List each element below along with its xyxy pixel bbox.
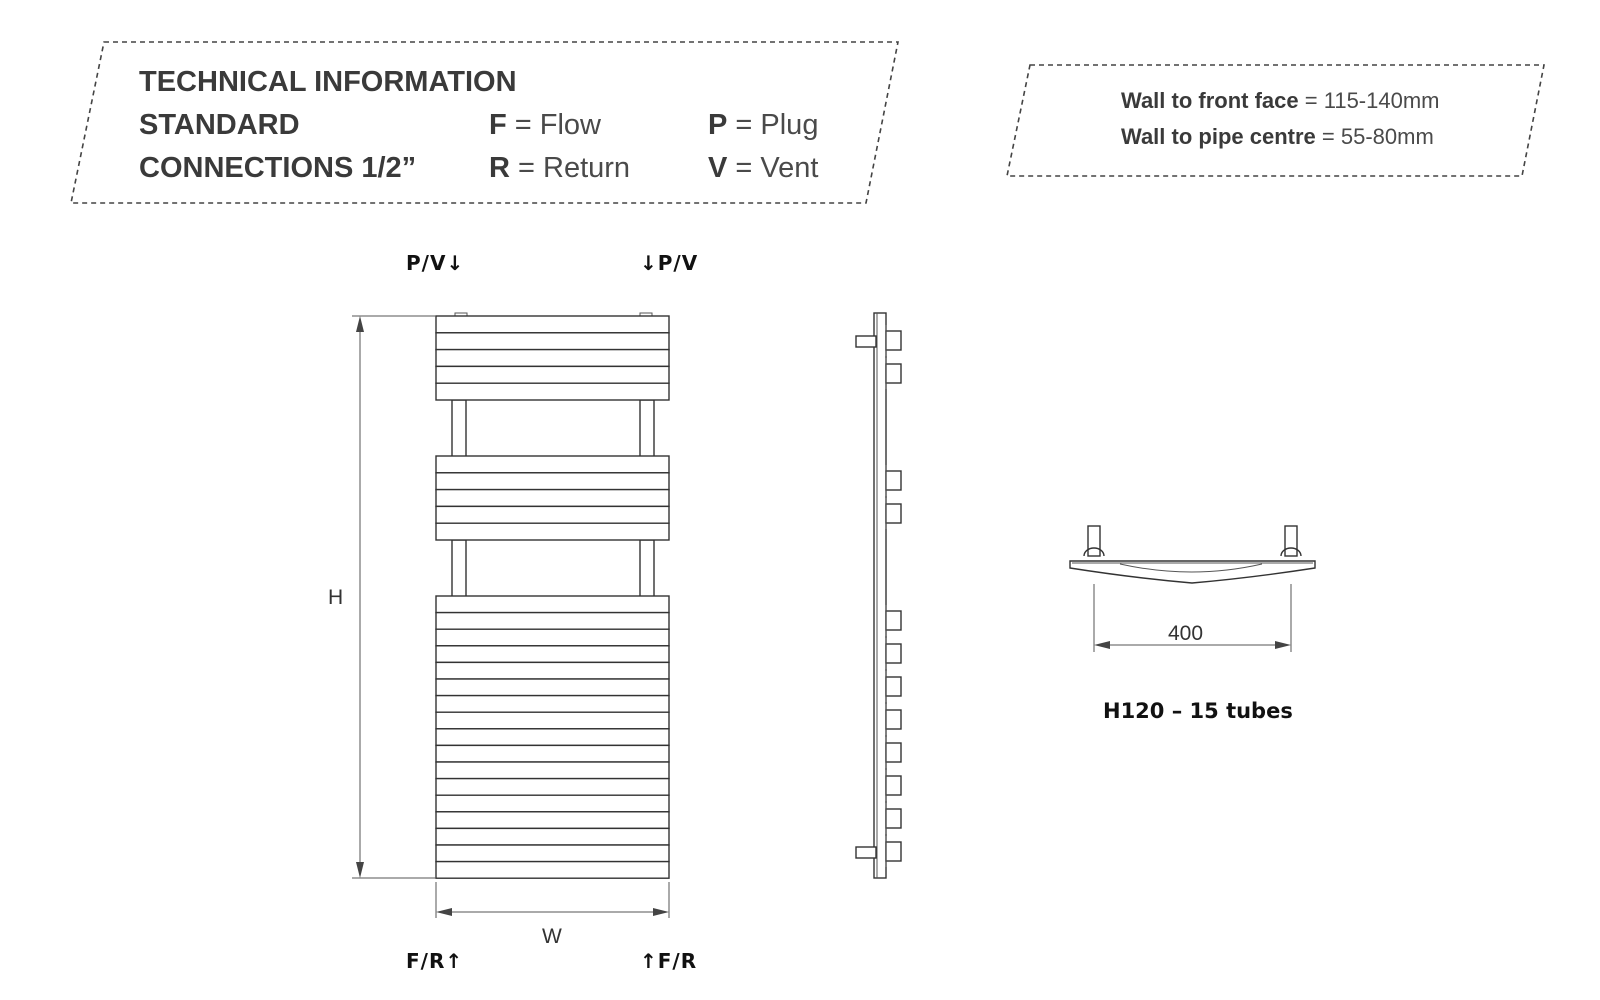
wall-distance-border	[1006, 64, 1545, 177]
side-tube-end	[885, 709, 902, 730]
connection-top-left: P/V↓	[406, 251, 464, 275]
technical-info-title: TECHNICAL INFORMATION	[139, 66, 517, 98]
radiator-tube	[435, 348, 670, 368]
side-tube-end	[885, 643, 902, 664]
legend-plug: P = Plug	[708, 109, 818, 141]
tube-bank-middle	[435, 455, 670, 541]
radiator-tube	[435, 645, 670, 664]
radiator-tube	[435, 711, 670, 730]
side-tube-end	[885, 363, 902, 384]
radiator-tube	[435, 455, 670, 474]
radiator-tube	[435, 694, 670, 713]
side-tube-end	[885, 330, 902, 351]
connection-bottom-right: ↑F/R	[640, 949, 697, 973]
width-label: W	[542, 925, 562, 948]
side-tube-end	[885, 503, 902, 524]
side-tube-end	[885, 470, 902, 491]
legend-return: R = Return	[489, 152, 630, 184]
legend-vent: V = Vent	[708, 152, 818, 184]
wall-distance-box: Wall to front face = 115-140mm Wall to p…	[1006, 64, 1545, 177]
legend-flow: F = Flow	[489, 109, 602, 141]
radiator-tube	[435, 611, 670, 630]
radiator-tube	[435, 365, 670, 384]
top-valve-right	[1284, 525, 1298, 557]
radiator-tube	[435, 744, 670, 763]
radiator-tube	[435, 315, 670, 334]
radiator-tube	[435, 628, 670, 647]
radiator-tube	[435, 332, 670, 351]
radiator-tube	[435, 678, 670, 697]
top-width-value: 400	[1168, 622, 1203, 645]
radiator-tube	[435, 382, 670, 401]
top-view: 400 H120 – 15 tubes	[1069, 525, 1316, 723]
height-label: H	[328, 586, 343, 609]
radiator-tube	[435, 827, 670, 846]
radiator-tube	[435, 844, 670, 863]
front-view: H W	[328, 312, 670, 948]
wall-bracket-top	[855, 335, 877, 348]
side-tube-ends	[885, 325, 902, 867]
radiator-tube	[435, 794, 670, 813]
top-profile	[1069, 560, 1316, 584]
connection-top-right: ↓P/V	[640, 251, 698, 275]
tube-bank-bottom	[435, 595, 670, 879]
side-tube-end	[885, 676, 902, 697]
side-tube-end	[885, 808, 902, 829]
side-tube-end	[885, 841, 902, 862]
radiator-tube	[435, 522, 670, 541]
wall-bracket-bottom	[855, 846, 877, 859]
model-caption: H120 – 15 tubes	[1103, 699, 1293, 723]
technical-info-box: TECHNICAL INFORMATION STANDARD CONNECTIO…	[70, 41, 899, 204]
wall-to-pipe-centre: Wall to pipe centre = 55-80mm	[1121, 124, 1434, 149]
radiator-tube	[435, 488, 670, 508]
front-risers	[451, 399, 655, 599]
radiator-tube	[435, 728, 670, 747]
side-tube-end	[885, 610, 902, 631]
wall-to-front-face: Wall to front face = 115-140mm	[1121, 88, 1439, 113]
height-dimension: H	[328, 315, 436, 879]
radiator-tube	[435, 811, 670, 830]
top-width-dimension: 400	[1093, 584, 1292, 652]
side-tube-end	[885, 742, 902, 763]
width-dimension: W	[435, 882, 670, 948]
radiator-tube	[435, 661, 670, 680]
radiator-tube	[435, 860, 670, 879]
radiator-tube	[435, 505, 670, 524]
radiator-tube	[435, 761, 670, 780]
technical-info-border	[70, 41, 899, 204]
side-view	[855, 312, 902, 879]
side-manifold	[873, 312, 887, 879]
standard-label: STANDARD	[139, 109, 300, 141]
connections-label: CONNECTIONS 1/2”	[139, 152, 416, 184]
side-tube-end	[885, 775, 902, 796]
radiator-tube	[435, 595, 670, 614]
top-valve-left	[1087, 525, 1101, 557]
radiator-tube	[435, 777, 670, 796]
radiator-tube	[435, 472, 670, 491]
tube-bank-top	[435, 315, 670, 401]
connection-bottom-left: F/R↑	[406, 949, 463, 973]
